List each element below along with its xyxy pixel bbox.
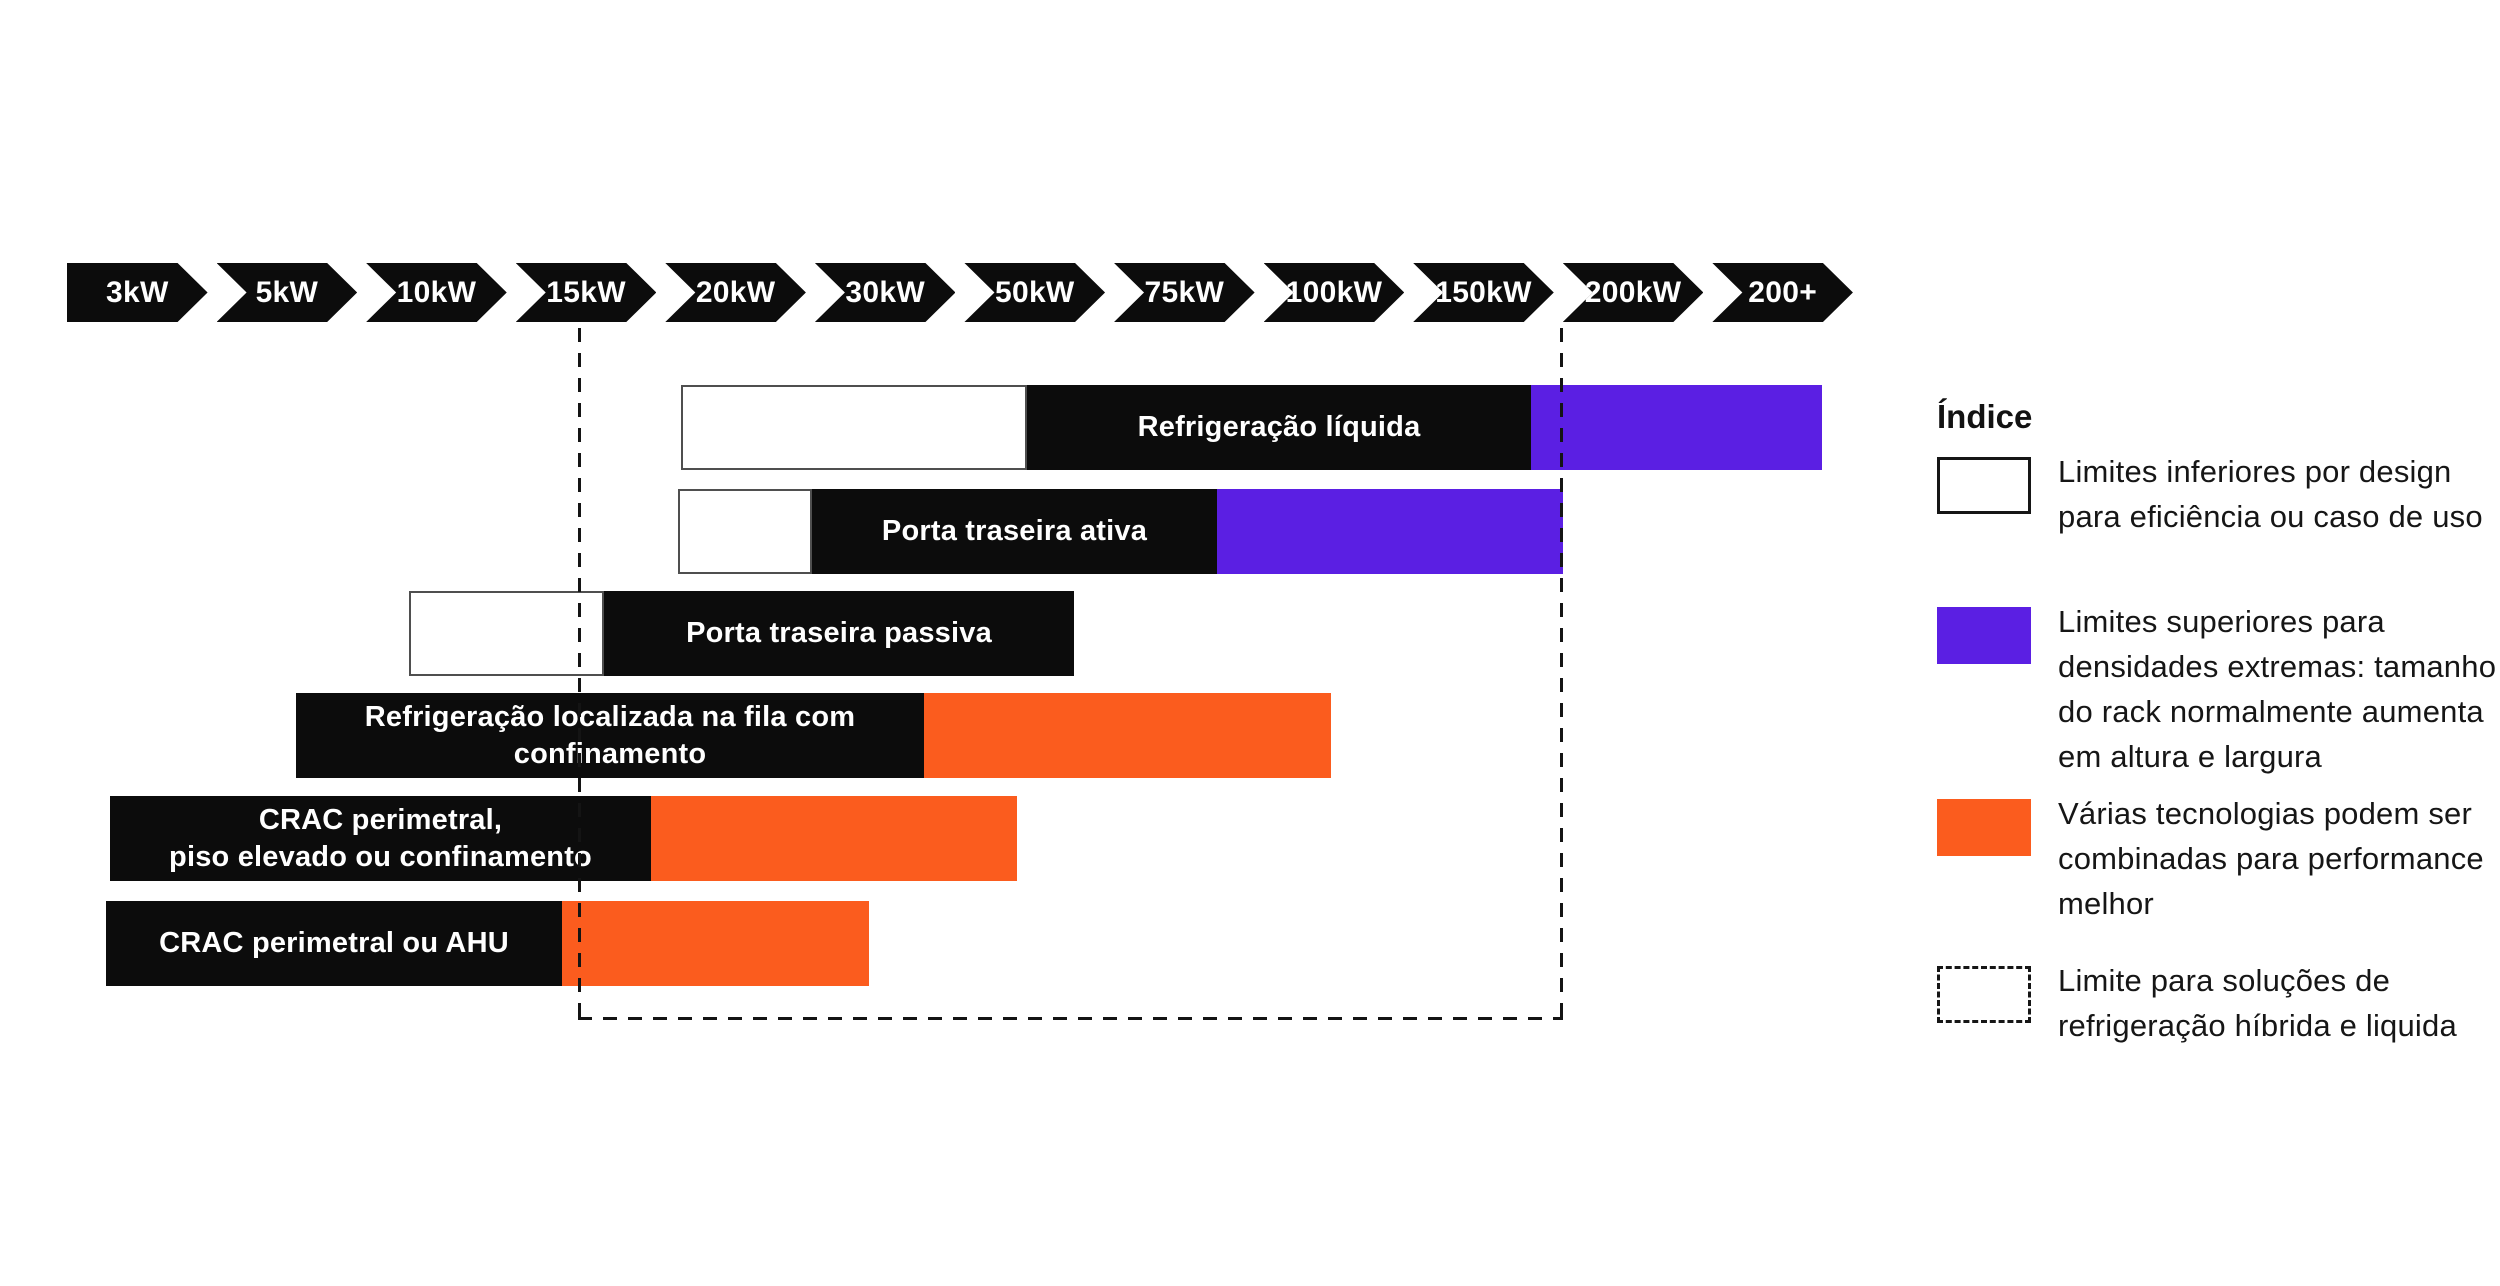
segment-main: Refrigeração localizada na fila com conf… <box>296 693 924 778</box>
segment-lower_limit <box>681 385 1027 470</box>
segment-combined <box>651 796 1017 881</box>
axis-segment: 200+ <box>1712 263 1853 322</box>
hybrid-limit-guide-left-line <box>578 328 581 1020</box>
bar-row-1: Refrigeração líquida <box>0 385 2500 470</box>
axis-segment: 10kW <box>366 263 507 322</box>
axis-segment: 15kW <box>516 263 657 322</box>
upper-limit-swatch <box>1937 607 2031 664</box>
bar-row-4: Refrigeração localizada na fila com conf… <box>0 693 2500 778</box>
axis-segment: 150kW <box>1413 263 1554 322</box>
axis-segment: 100kW <box>1264 263 1405 322</box>
axis-segment: 30kW <box>815 263 956 322</box>
axis-segment: 75kW <box>1114 263 1255 322</box>
segment-main: Porta traseira passiva <box>604 591 1074 676</box>
legend-item-text: Limites superiores para densidades extre… <box>2058 604 2497 774</box>
segment-main: Refrigeração líquida <box>1027 385 1531 470</box>
legend-item-upper-limits: Limites superiores para densidades extre… <box>1937 604 2496 779</box>
lower-limit-swatch <box>1937 457 2031 514</box>
legend-item-text: Limites inferiores por design para efici… <box>2058 454 2483 534</box>
legend-item-hybrid-liquid-limit: Limite para soluções de refrigeração híb… <box>1937 963 2457 1048</box>
hybrid-limit-guide-bottom-line <box>578 1017 1563 1020</box>
segment-combined <box>924 693 1331 778</box>
segment-main: CRAC perimetral ou AHU <box>106 901 562 986</box>
segment-upper_limit <box>1531 385 1822 470</box>
bar-row-5: CRAC perimetral, piso elevado ou confina… <box>0 796 2500 881</box>
axis-segment: 3kW <box>67 263 208 322</box>
axis-segment: 5kW <box>217 263 358 322</box>
axis-segment: 20kW <box>665 263 806 322</box>
hybrid-liquid-limit-swatch <box>1937 966 2031 1023</box>
segment-lower_limit <box>678 489 812 574</box>
segment-combined <box>562 901 869 986</box>
legend-item-combined-technologies: Várias tecnologias podem ser combinadas … <box>1937 796 2484 926</box>
legend-item-lower-limits: Limites inferiores por design para efici… <box>1937 454 2483 539</box>
legend-item-text: Limite para soluções de refrigeração híb… <box>2058 963 2457 1043</box>
bar-row-2: Porta traseira ativa <box>0 489 2500 574</box>
segment-lower_limit <box>409 591 604 676</box>
segment-upper_limit <box>1217 489 1563 574</box>
axis-segment: 200kW <box>1563 263 1704 322</box>
legend-title: Índice <box>1937 398 2033 435</box>
bar-row-3: Porta traseira passiva <box>0 591 2500 676</box>
hybrid-limit-guide-right-line <box>1560 328 1563 1020</box>
combined-technologies-swatch <box>1937 799 2031 856</box>
legend-item-text: Várias tecnologias podem ser combinadas … <box>2058 796 2484 921</box>
axis-segment: 50kW <box>964 263 1105 322</box>
bar-row-6: CRAC perimetral ou AHU <box>0 901 2500 986</box>
segment-main: CRAC perimetral, piso elevado ou confina… <box>110 796 651 881</box>
segment-main: Porta traseira ativa <box>812 489 1217 574</box>
